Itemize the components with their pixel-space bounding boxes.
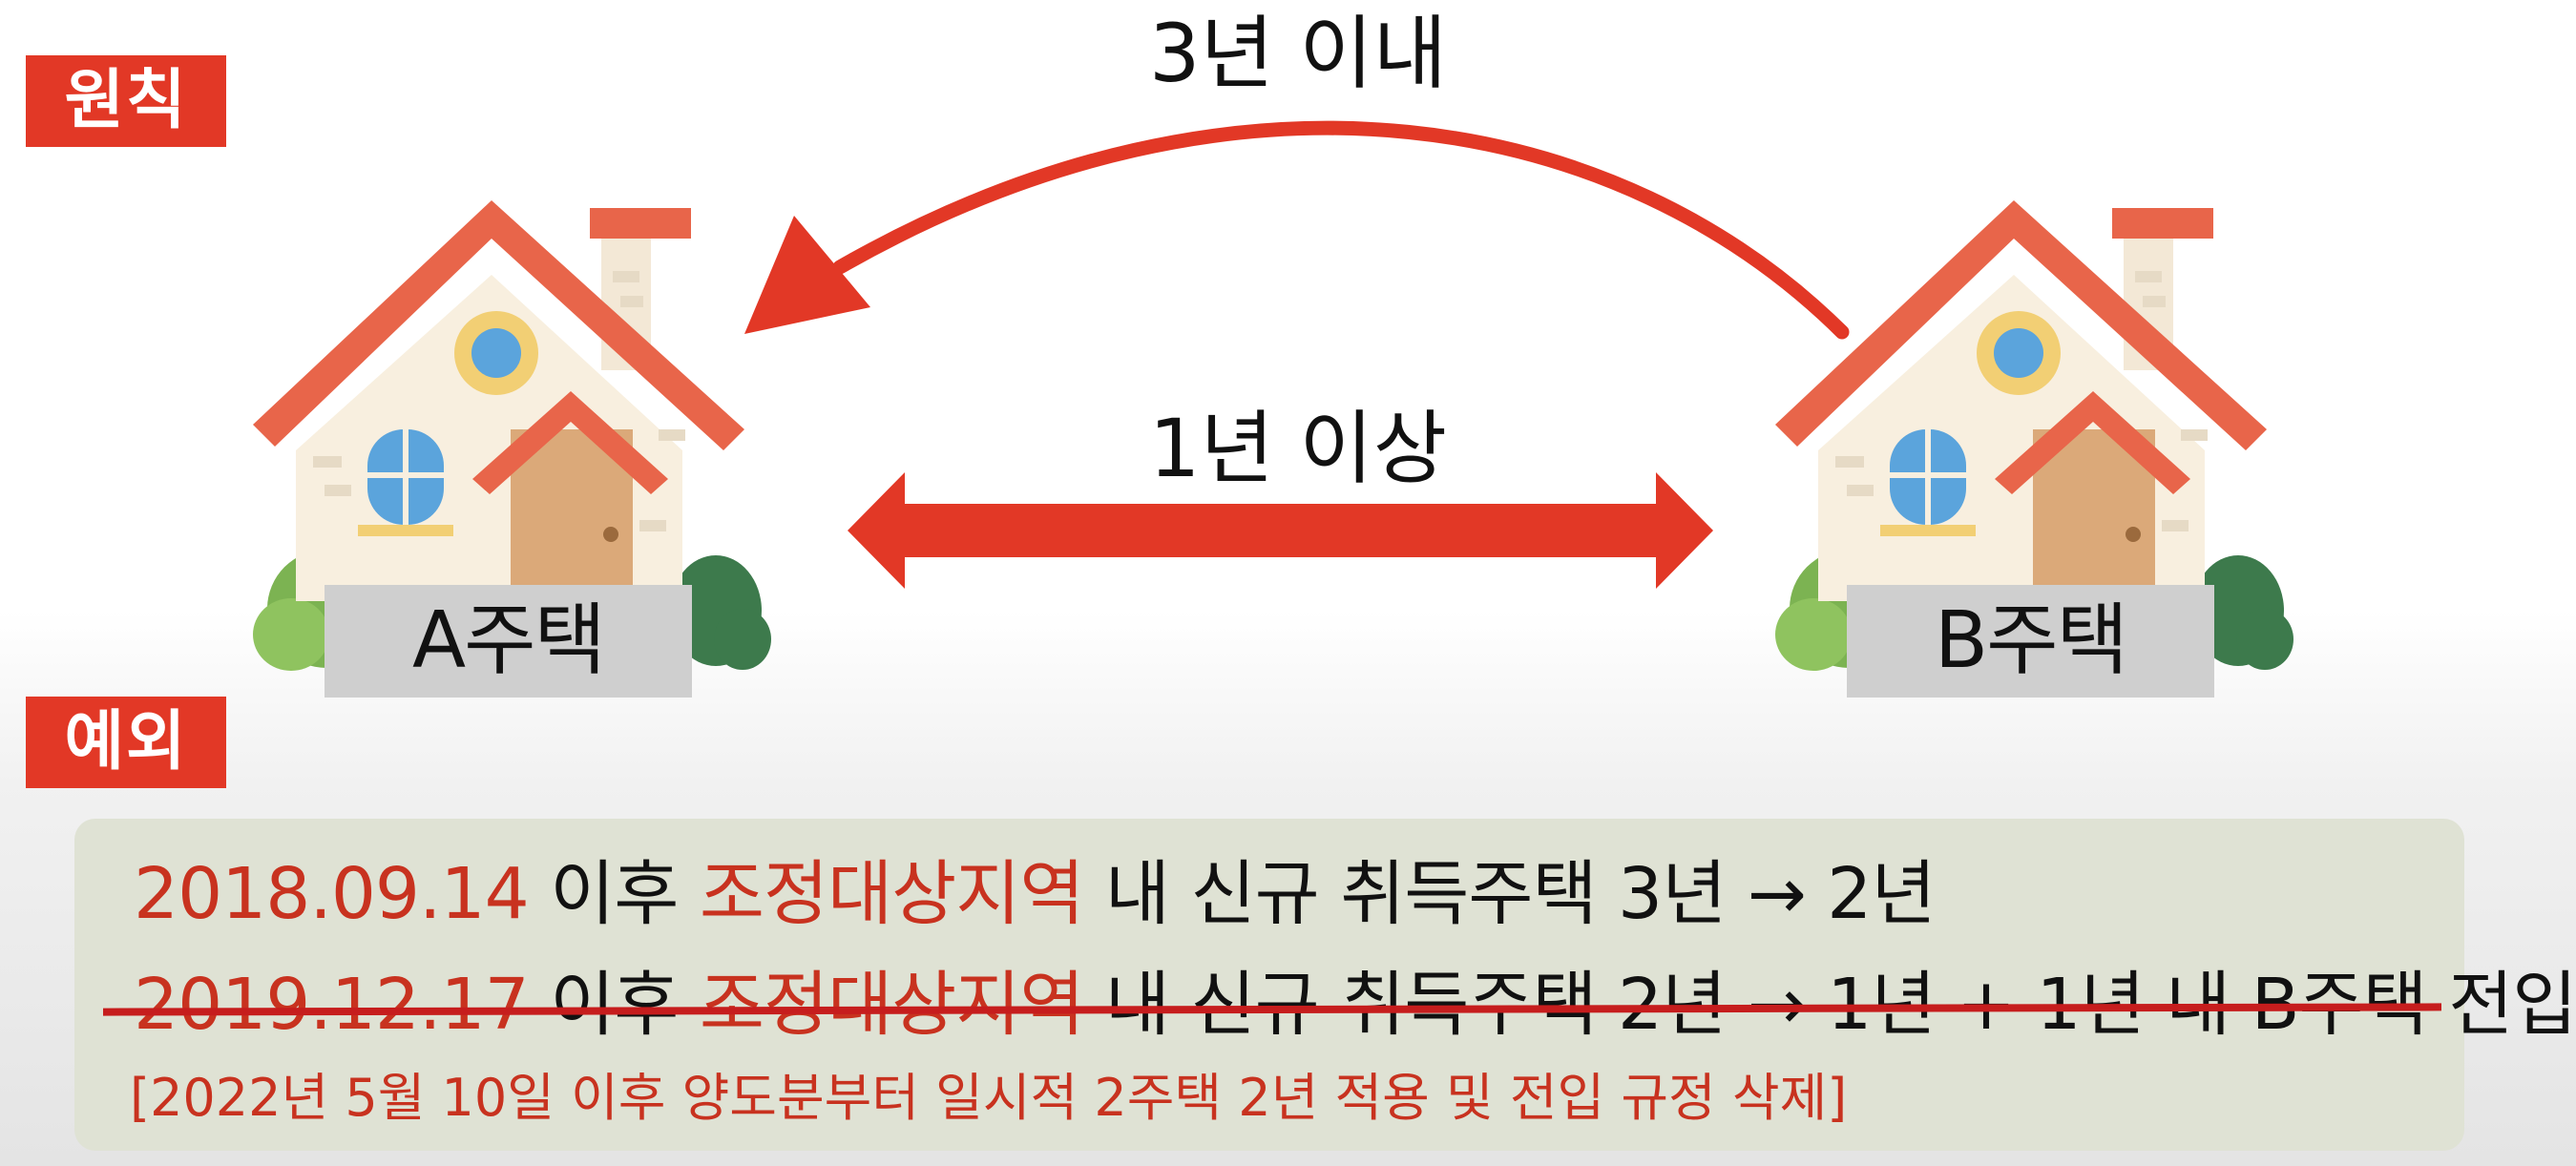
within-3-years-label: 3년 이내 [1149,7,1447,100]
over-1-year-label: 1년 이상 [1149,402,1447,495]
house-b-label: B주택 [1847,585,2214,698]
arrows-diagram [744,120,1850,589]
region-text: 조정대상지역 [699,853,1084,935]
exception-note: [2022년 5월 10일 이후 양도분부터 일시적 2주택 2년 적용 및 전… [130,1068,1848,1128]
principle-tag: 원칙 [26,55,226,147]
house-b: B주택 [1761,200,2295,698]
rule-text: 내 신규 취득주택 3년 → 2년 [1083,853,1937,935]
after-text: 이후 [528,964,700,1046]
exception-line-1: 2018.09.14 이후 조정대상지역 내 신규 취득주택 3년 → 2년 [134,859,1936,929]
house-b-illustration [1775,200,2293,671]
date-2019: 2019.12.17 [134,964,530,1046]
region-text: 조정대상지역 [699,964,1084,1046]
exception-box: 2018.09.14 이후 조정대상지역 내 신규 취득주택 3년 → 2년 2… [74,819,2576,1151]
house-a: A주택 [239,200,773,698]
double-arrow [848,472,1713,589]
curved-arrowhead [744,216,870,334]
date-2018: 2018.09.14 [134,853,530,935]
curved-arrow [832,120,1850,340]
exception-tag: 예외 [26,697,226,788]
house-a-label: A주택 [325,585,692,698]
after-text: 이후 [528,853,700,935]
